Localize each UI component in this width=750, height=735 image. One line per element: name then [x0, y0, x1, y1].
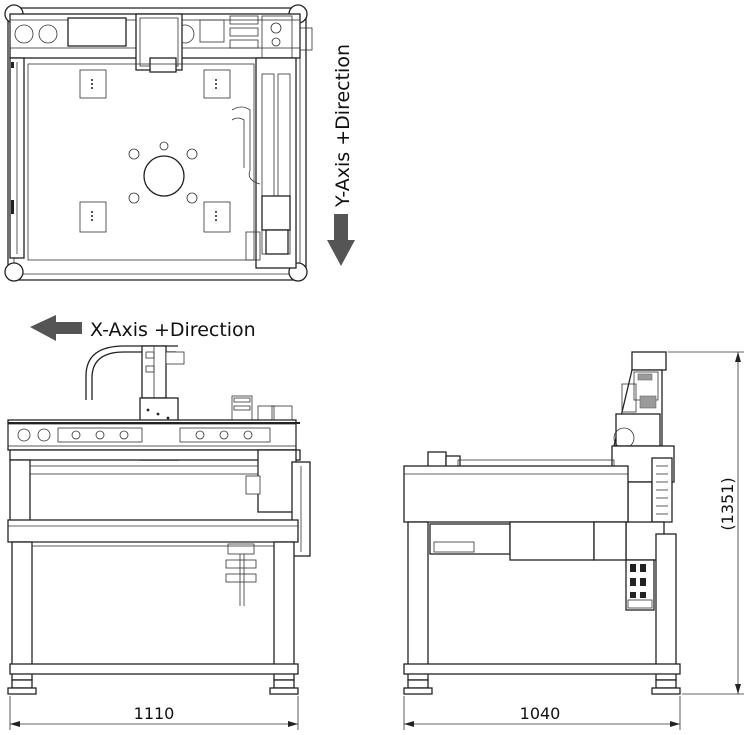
dimension-side-width: 1040 — [403, 696, 681, 730]
y-axis-indicator: Y-Axis +Direction — [327, 44, 355, 266]
front-width-label: 1110 — [134, 704, 175, 723]
side-width-label: 1040 — [520, 704, 561, 723]
y-axis-direction-label: Y-Axis +Direction — [332, 44, 354, 208]
front-view — [7, 345, 311, 695]
top-view — [4, 4, 313, 282]
dimension-front-width: 1110 — [9, 696, 299, 730]
y-arrow-icon — [327, 214, 355, 266]
x-axis-direction-label: X-Axis +Direction — [90, 319, 256, 341]
height-label: (1351) — [718, 477, 737, 530]
dimension-height: (1351) — [668, 351, 744, 695]
side-view — [403, 351, 681, 695]
x-axis-indicator: X-Axis +Direction — [30, 315, 256, 341]
x-arrow-icon — [30, 315, 82, 341]
